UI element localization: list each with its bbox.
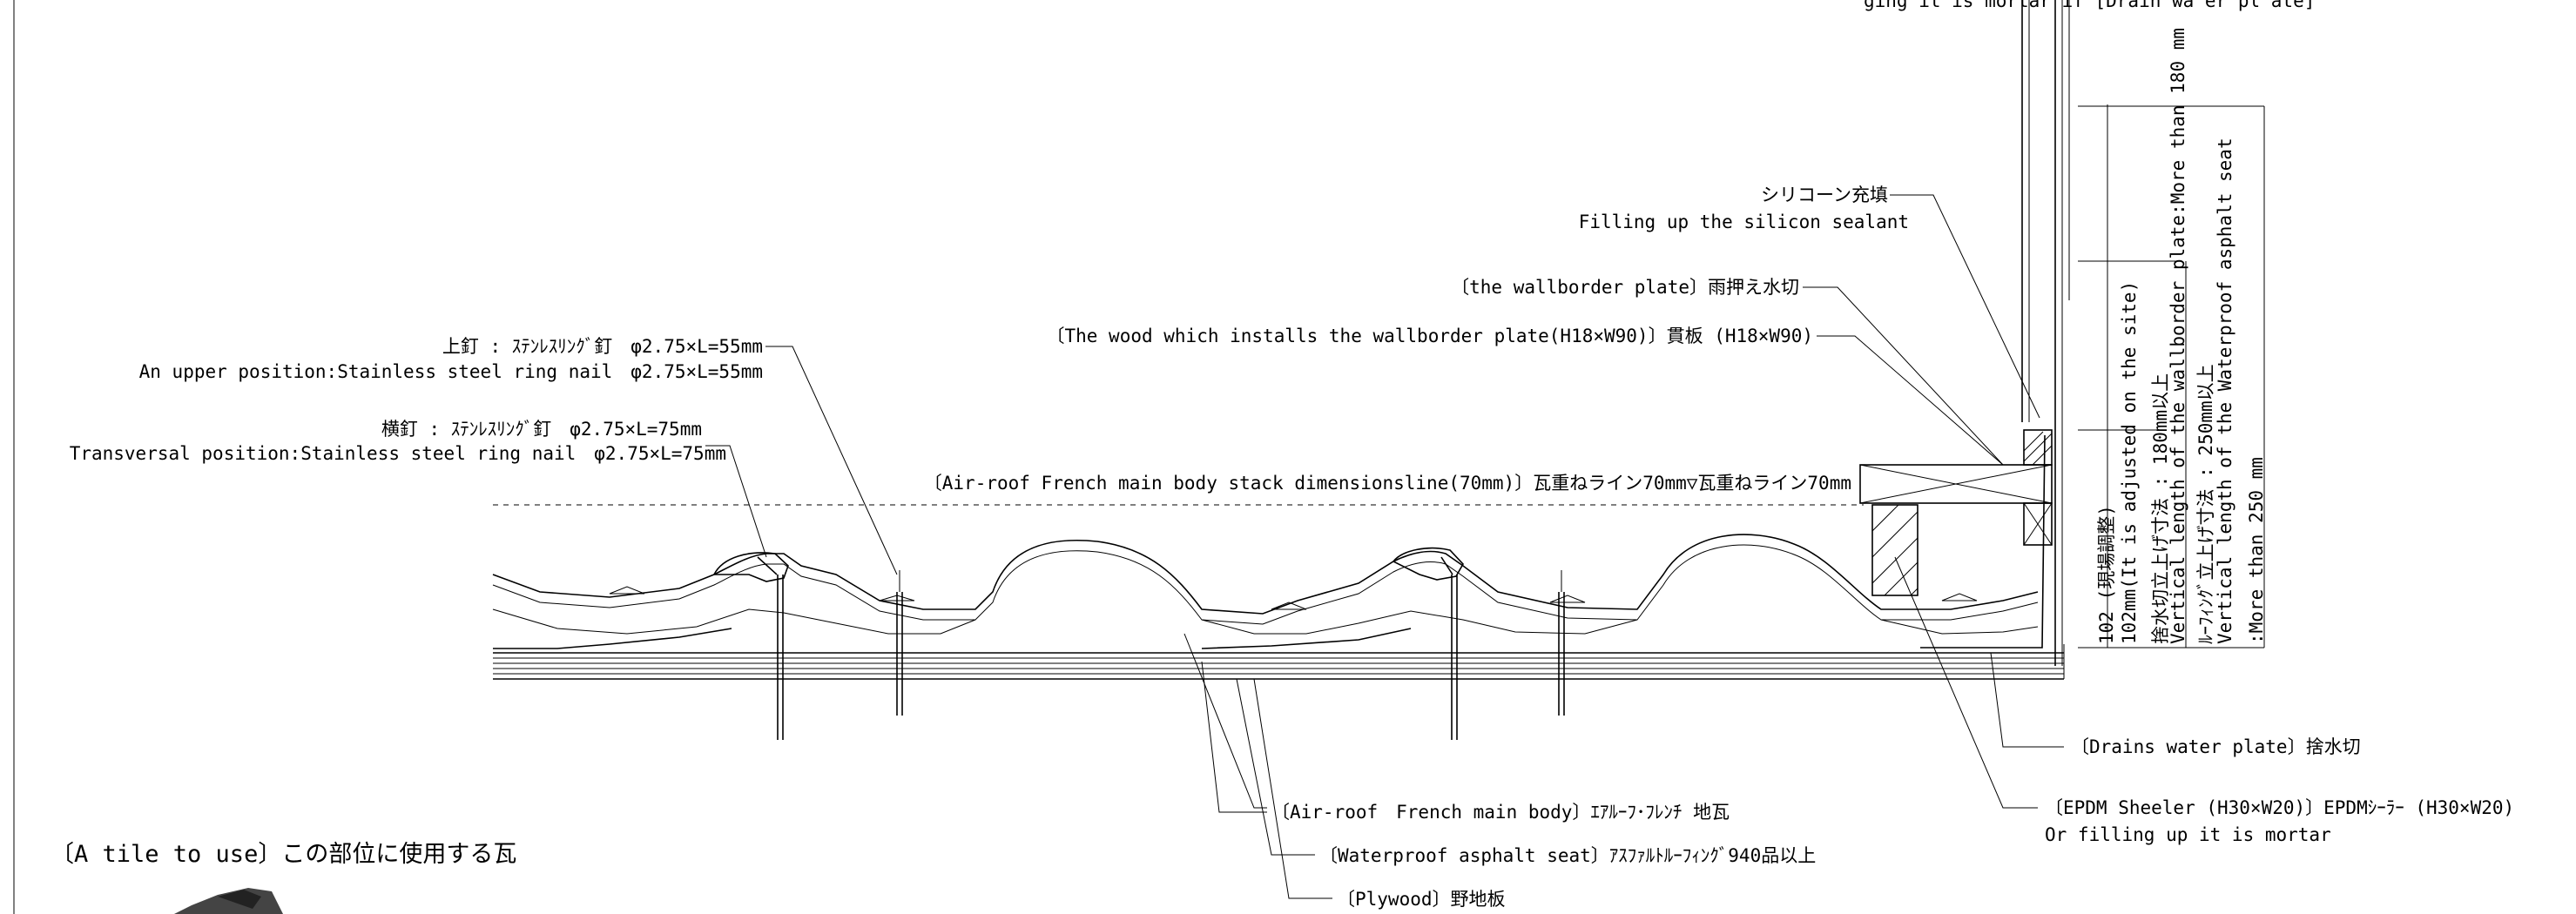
upper-nail-label-jp: 上釘 : ｽﾃﾝﾚｽﾘﾝｸﾞ釘 φ2.75×L=55mm: [442, 336, 763, 357]
waterproof-label: 〔Waterproof asphalt seat〕ｱｽﾌｧﾙﾄﾙｰﾌｨﾝｸﾞ94…: [1319, 845, 1816, 866]
roof-tiles: [492, 534, 2039, 649]
drains-water-plate: [1920, 434, 2046, 649]
silicon-label-jp: シリコーン充填: [1761, 185, 1888, 205]
wallborder-label: 〔the wallborder plate〕雨押え水切: [1451, 277, 1799, 298]
silicon-label-en: Filling up the silicon sealant: [1579, 212, 1909, 232]
dim-102-en: 102mm(It is adjusted on the site): [2119, 281, 2140, 644]
wallborder-plate: [2023, 429, 2053, 546]
dimension-lines: [2078, 104, 2265, 649]
dim-180-jp: 捨水切立上げ寸法 : 180mm以上: [2150, 373, 2171, 644]
upper-nail-label-en: An upper position:Stainless steel ring n…: [139, 361, 763, 382]
epdm-label-2: Or filling up it is mortar: [2045, 824, 2331, 845]
plywood-label: 〔Plywood〕野地板: [1337, 889, 1506, 910]
dim-250-en: Vertical length of the Waterproof asphal…: [2215, 138, 2235, 644]
dim-180-en: Vertical length of the wallborder plate:…: [2168, 28, 2188, 644]
leader-lines: [705, 194, 2064, 899]
drains-label: 〔Drains water plate〕捨水切: [2071, 736, 2361, 757]
top-cut-text: ging it is mortar if [Drain wa er pl ate…: [1864, 0, 2315, 11]
wood-label: 〔The wood which installs the wallborder …: [1046, 326, 1813, 346]
wall: [2021, 0, 2070, 666]
dim-102-jp: 102 (現場調整): [2096, 505, 2117, 644]
roof-tile-thumbnail: [174, 888, 283, 914]
ring-nails: [757, 556, 1565, 740]
airroof-label: 〔Air-roof French main body〕ｴｱﾙｰﾌ･ﾌﾚﾝﾁ 地瓦: [1271, 802, 1730, 823]
wood-board: [1859, 464, 2053, 504]
dim-250-en-2: :More than 250 mm: [2246, 457, 2267, 644]
plywood-layers: [493, 644, 2065, 680]
dim-250-jp: ﾙｰﾌｨﾝｸﾞ立上げ寸法 : 250mm以上: [2195, 364, 2216, 644]
epdm-label: 〔EPDM Sheeler (H30×W20)〕EPDMｼｰﾗｰ (H30×W2…: [2045, 797, 2514, 818]
epdm-sealer: [1871, 504, 1919, 596]
trans-nail-label-jp: 横釘 : ｽﾃﾝﾚｽﾘﾝｸﾞ釘 φ2.75×L=75mm: [381, 419, 702, 440]
stackline-label: 〔Air-roof French main body stack dimensi…: [924, 473, 1851, 494]
tile-use-label: 〔A tile to use〕この部位に使用する瓦: [51, 841, 516, 868]
trans-nail-label-en: Transversal position:Stainless steel rin…: [70, 443, 726, 464]
